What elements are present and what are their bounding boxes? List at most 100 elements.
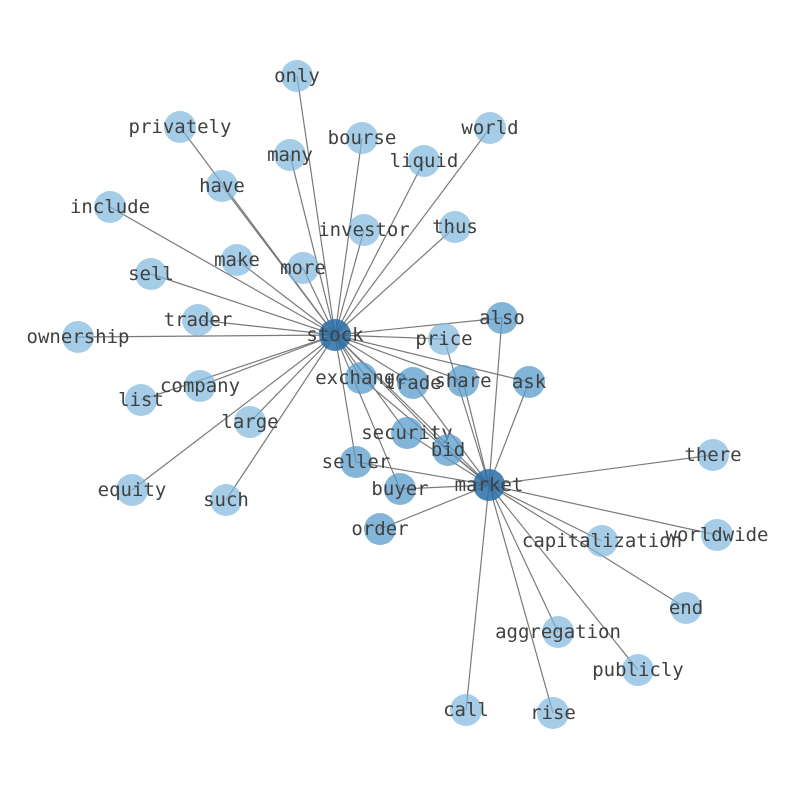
node-circle-end[interactable]: [670, 592, 702, 624]
node-circle-exchange[interactable]: [345, 362, 377, 394]
edge-market-aggregation: [488, 484, 559, 633]
node-circle-make[interactable]: [221, 244, 253, 276]
node-circle-publicly[interactable]: [622, 654, 654, 686]
node-circle-privately[interactable]: [164, 111, 196, 143]
node-bid[interactable]: bid: [431, 434, 465, 466]
node-circle-call[interactable]: [450, 694, 482, 726]
node-circle-share[interactable]: [447, 365, 479, 397]
node-circle-stock[interactable]: [319, 319, 351, 351]
node-call[interactable]: call: [443, 694, 489, 726]
node-exchange[interactable]: exchange: [315, 362, 407, 394]
node-circle-worldwide[interactable]: [701, 519, 733, 551]
node-aggregation[interactable]: aggregation: [495, 616, 621, 648]
node-circle-many[interactable]: [274, 139, 306, 171]
node-worldwide[interactable]: worldwide: [666, 519, 769, 551]
node-label-market: market: [455, 474, 524, 496]
node-list[interactable]: list: [118, 384, 164, 416]
node-circle-investor[interactable]: [348, 214, 380, 246]
node-stock[interactable]: stock: [306, 319, 364, 351]
node-label-also: also: [479, 307, 525, 329]
node-publicly[interactable]: publicly: [592, 654, 684, 686]
node-circle-ask[interactable]: [513, 366, 545, 398]
node-share[interactable]: share: [434, 365, 492, 397]
node-circle-bourse[interactable]: [346, 122, 378, 154]
node-circle-such[interactable]: [210, 484, 242, 516]
node-circle-world[interactable]: [474, 112, 506, 144]
edge-stock-have: [221, 185, 336, 336]
node-circle-have[interactable]: [206, 170, 238, 202]
node-circle-ownership[interactable]: [62, 321, 94, 353]
node-make[interactable]: make: [214, 244, 260, 276]
edge-market-there: [488, 454, 714, 486]
node-circle-list[interactable]: [125, 384, 157, 416]
node-circle-aggregation[interactable]: [542, 616, 574, 648]
node-thus[interactable]: thus: [432, 211, 478, 243]
node-bourse[interactable]: bourse: [328, 122, 397, 154]
node-circle-liquid[interactable]: [408, 145, 440, 177]
node-circle-sell[interactable]: [135, 258, 167, 290]
node-circle-large[interactable]: [234, 406, 266, 438]
node-investor[interactable]: investor: [318, 214, 410, 246]
node-large[interactable]: large: [221, 406, 279, 438]
node-circle-equity[interactable]: [116, 474, 148, 506]
node-circle-seller[interactable]: [340, 446, 372, 478]
node-sell[interactable]: sell: [128, 258, 174, 290]
edge-market-publicly: [488, 484, 639, 671]
edge-market-order: [379, 484, 490, 530]
node-world[interactable]: world: [461, 112, 519, 144]
node-circle-thus[interactable]: [439, 211, 471, 243]
node-ask[interactable]: ask: [512, 366, 547, 398]
node-label-publicly: publicly: [592, 659, 684, 681]
node-circle-capitalization[interactable]: [586, 525, 618, 557]
node-trader[interactable]: trader: [164, 304, 233, 336]
node-such[interactable]: such: [203, 484, 249, 516]
edge-stock-company: [199, 334, 336, 387]
node-more[interactable]: more: [280, 252, 326, 284]
node-equity[interactable]: equity: [98, 474, 167, 506]
node-circle-also[interactable]: [486, 302, 518, 334]
node-there[interactable]: there: [684, 439, 742, 471]
node-security[interactable]: security: [361, 417, 453, 449]
node-trade[interactable]: trade: [384, 367, 442, 399]
node-also[interactable]: also: [479, 302, 525, 334]
edge-stock-share: [334, 334, 464, 382]
node-market[interactable]: market: [455, 469, 524, 501]
node-label-exchange: exchange: [315, 367, 407, 389]
node-circle-trade[interactable]: [397, 367, 429, 399]
node-label-bid: bid: [431, 439, 465, 461]
node-label-privately: privately: [129, 116, 232, 138]
node-rise[interactable]: rise: [530, 697, 576, 729]
node-only[interactable]: only: [274, 60, 320, 92]
node-circle-rise[interactable]: [537, 697, 569, 729]
node-circle-include[interactable]: [94, 191, 126, 223]
node-circle-trader[interactable]: [182, 304, 214, 336]
node-circle-security[interactable]: [391, 417, 423, 449]
node-end[interactable]: end: [669, 592, 703, 624]
node-liquid[interactable]: liquid: [390, 145, 459, 177]
node-include[interactable]: include: [70, 191, 150, 223]
edge-stock-bourse: [334, 137, 363, 336]
node-circle-only[interactable]: [281, 60, 313, 92]
node-buyer[interactable]: buyer: [371, 473, 429, 505]
node-many[interactable]: many: [267, 139, 313, 171]
node-ownership[interactable]: ownership: [27, 321, 130, 353]
node-circle-company[interactable]: [184, 370, 216, 402]
node-seller[interactable]: seller: [322, 446, 391, 478]
node-layer: stock market only privately bourse world many l…: [27, 60, 769, 729]
node-order[interactable]: order: [351, 513, 409, 545]
node-circle-more[interactable]: [287, 252, 319, 284]
node-capitalization[interactable]: capitalization: [522, 525, 682, 557]
node-circle-bid[interactable]: [432, 434, 464, 466]
node-label-equity: equity: [98, 479, 167, 501]
node-have[interactable]: have: [199, 170, 245, 202]
node-privately[interactable]: privately: [129, 111, 232, 143]
node-circle-market[interactable]: [473, 469, 505, 501]
node-company[interactable]: company: [160, 370, 240, 402]
node-price[interactable]: price: [415, 323, 473, 355]
node-circle-order[interactable]: [364, 513, 396, 545]
node-circle-buyer[interactable]: [384, 473, 416, 505]
node-circle-there[interactable]: [697, 439, 729, 471]
node-label-seller: seller: [322, 451, 391, 473]
node-circle-price[interactable]: [428, 323, 460, 355]
edge-market-trade: [412, 382, 490, 486]
